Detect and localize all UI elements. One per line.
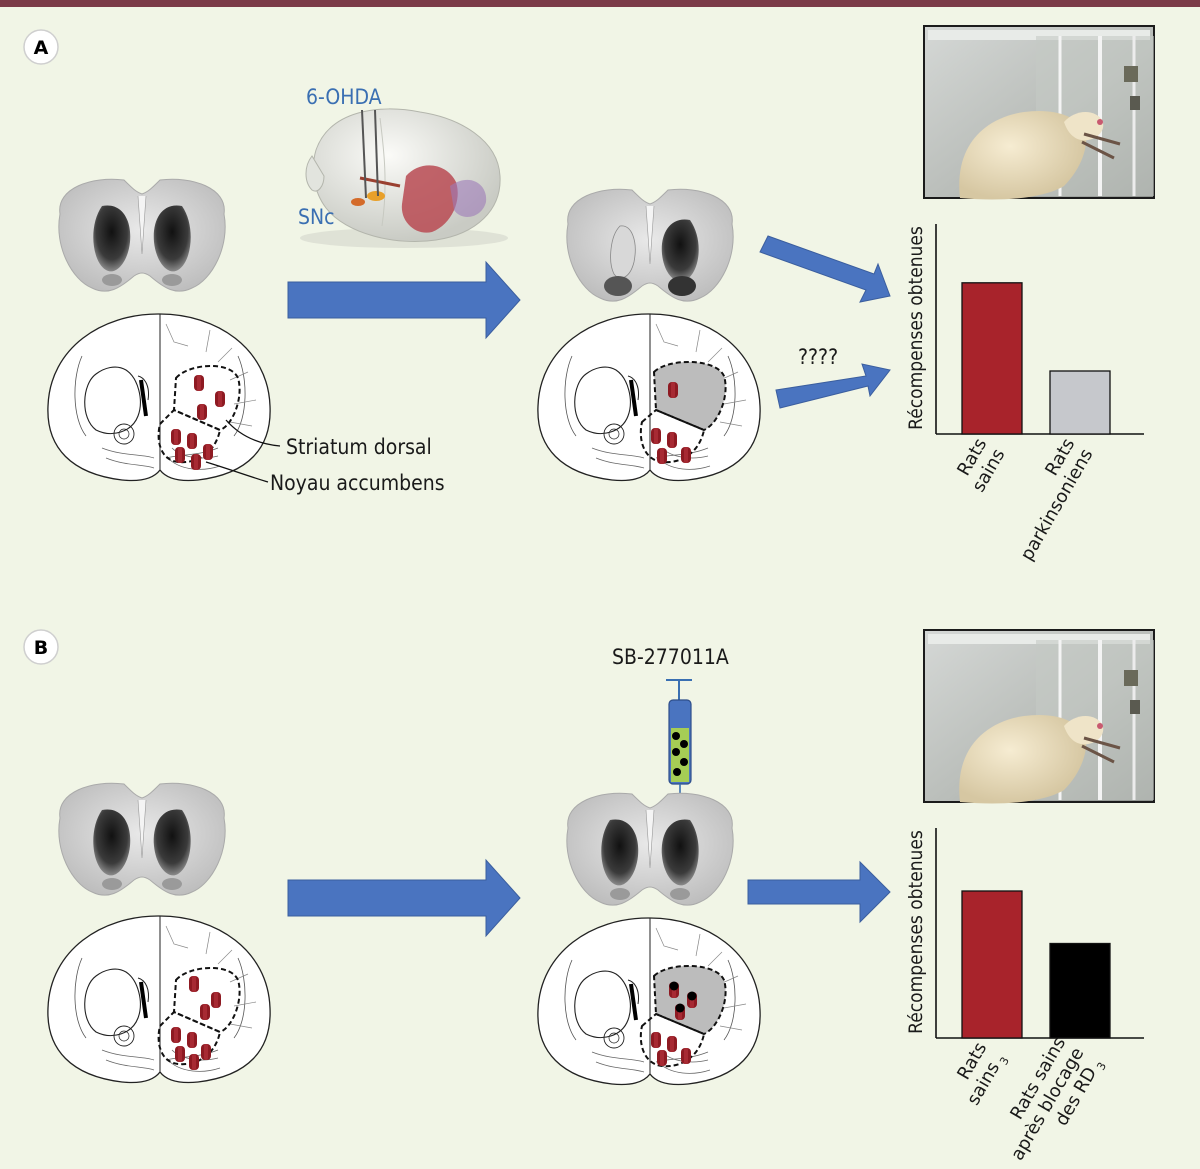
syringe-icon: [666, 679, 692, 836]
panel-b-badge: [23, 629, 59, 665]
striatum-region-b: [157, 966, 241, 1066]
panel-a-letter: A: [34, 37, 49, 59]
stained-slice-treated-b: [566, 792, 734, 906]
stained-slice-normal-b: [58, 782, 226, 896]
coronal-brain-normal-a: [45, 312, 273, 483]
rat-photo-b: [922, 628, 1156, 806]
arrow-to-chart-lower-a: [775, 363, 891, 409]
label-noyau-accumbens: Noyau accumbens: [270, 471, 445, 495]
label-question-marks: ????: [798, 345, 838, 369]
chart-a-bar-1: [961, 282, 1023, 435]
rat-photo-a: [922, 24, 1156, 202]
pointer-line-striatum: [225, 419, 281, 447]
chart-a-category-label-2: Ratsparkinsoniens: [998, 435, 1097, 565]
chart-a-category-label-1: Ratssains: [950, 435, 1009, 496]
label-striatum-dorsal: Striatum dorsal: [286, 435, 432, 459]
chart-b-bar-1: [961, 890, 1023, 1039]
chart-b-category-label-1: Ratssains 3: [945, 1039, 1012, 1111]
panel-a-badge: [23, 29, 59, 65]
coronal-brain-lesion-a: [535, 312, 763, 483]
chart-a-bar-2: [1049, 370, 1111, 435]
top-accent-bar: [0, 0, 1200, 7]
chart-b-bar-2: [1049, 942, 1111, 1039]
receptor-cluster-treated-b: [651, 981, 697, 1066]
coronal-brain-normal-b: [45, 914, 273, 1085]
stained-slice-normal-a: [58, 178, 226, 292]
panel-b-letter: B: [34, 637, 48, 659]
arrow-treatment-b: [287, 858, 521, 938]
chart-b-ylabel: Récompenses obtenues: [905, 830, 927, 1034]
label-snc: SNc: [298, 205, 335, 229]
arrow-lesion-a: [287, 260, 521, 340]
panel-b: B SB-277011A: [23, 628, 1156, 1169]
label-6-ohda: 6-OHDA: [306, 85, 382, 109]
pointer-line-accumbens: [205, 461, 269, 483]
panel-a: A Striatum dorsal Noyau accumbens: [23, 24, 1156, 564]
arrow-to-chart-upper-a: [759, 235, 891, 303]
label-sb-277011a: SB-277011A: [612, 645, 729, 669]
arrow-to-chart-b: [747, 860, 891, 924]
stained-slice-lesion-a: [566, 188, 734, 302]
brain-3d-illustration: [300, 108, 508, 248]
chart-a-ylabel: Récompenses obtenues: [905, 226, 927, 430]
coronal-brain-treated-b: [535, 916, 763, 1087]
chart-b-category-label-2: Rats sainsaprès blocagedes RD 3: [989, 1034, 1109, 1169]
